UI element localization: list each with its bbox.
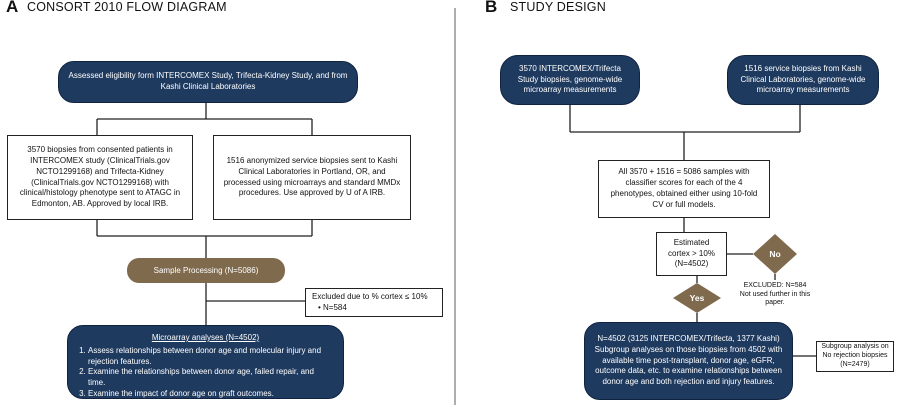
no-rejection-subgroup-box: Subgroup analysis on No rejection biopsi… (816, 341, 894, 372)
excluded-cortex-title: Excluded due to % cortex ≤ 10% (312, 292, 428, 301)
excluded-cortex-count: N=584 (323, 302, 347, 312)
yes-decision-diamond: Yes (673, 283, 721, 313)
combined-samples-box: All 3570 + 1516 = 5086 samples with clas… (598, 160, 770, 218)
panel-b-title: STUDY DESIGN (510, 0, 606, 14)
excluded-cortex-box: Excluded due to % cortex ≤ 10% • N=584 (305, 288, 443, 317)
source-kashi-box: 1516 service biopsies from Kashi Clinica… (727, 55, 879, 105)
yes-diamond-shape (673, 283, 721, 313)
no-decision-diamond: No (753, 234, 797, 274)
excluded-584-box: EXCLUDED: N=584 Not used further in this… (738, 280, 812, 310)
no-label: No (769, 249, 781, 259)
panel-a-title: CONSORT 2010 FLOW DIAGRAM (27, 0, 227, 14)
excluded-cortex-item: • N=584 (318, 302, 347, 312)
final-subgroup-box: N=4502 (3125 INTERCOMEX/Trifecta, 1377 K… (584, 322, 793, 400)
no-diamond-shape (753, 234, 797, 274)
source-intercomex-box: 3570 INTERCOMEX/Trifecta Study biopsies,… (500, 55, 640, 105)
analyses-list: Assess relationships between donor age a… (78, 346, 333, 400)
analyses-item-1: Assess relationships between donor age a… (88, 346, 333, 368)
panel-a-letter: A (6, 0, 19, 16)
microarray-analyses-title: Microarray analyses (N=4502) (151, 333, 260, 342)
panel-b-letter: B (485, 0, 498, 16)
analyses-item-2: Examine the relationships between donor … (88, 367, 333, 389)
eligibility-box: Assessed eligibility form INTERCOMEX Stu… (58, 61, 358, 103)
microarray-analyses-box: Microarray analyses (N=4502) Assess rela… (67, 325, 344, 399)
anonymized-biopsies-box: 1516 anonymized service biopsies sent to… (213, 135, 411, 220)
sample-processing-box: Sample Processing (N=5086) (127, 258, 285, 283)
consented-biopsies-box: 3570 biopsies from consented patients in… (7, 135, 193, 220)
yes-label: Yes (689, 293, 705, 303)
cortex-question-box: Estimated cortex > 10% (N=4502) (656, 232, 727, 276)
analyses-item-3: Examine the impact of donor age on graft… (88, 389, 333, 400)
